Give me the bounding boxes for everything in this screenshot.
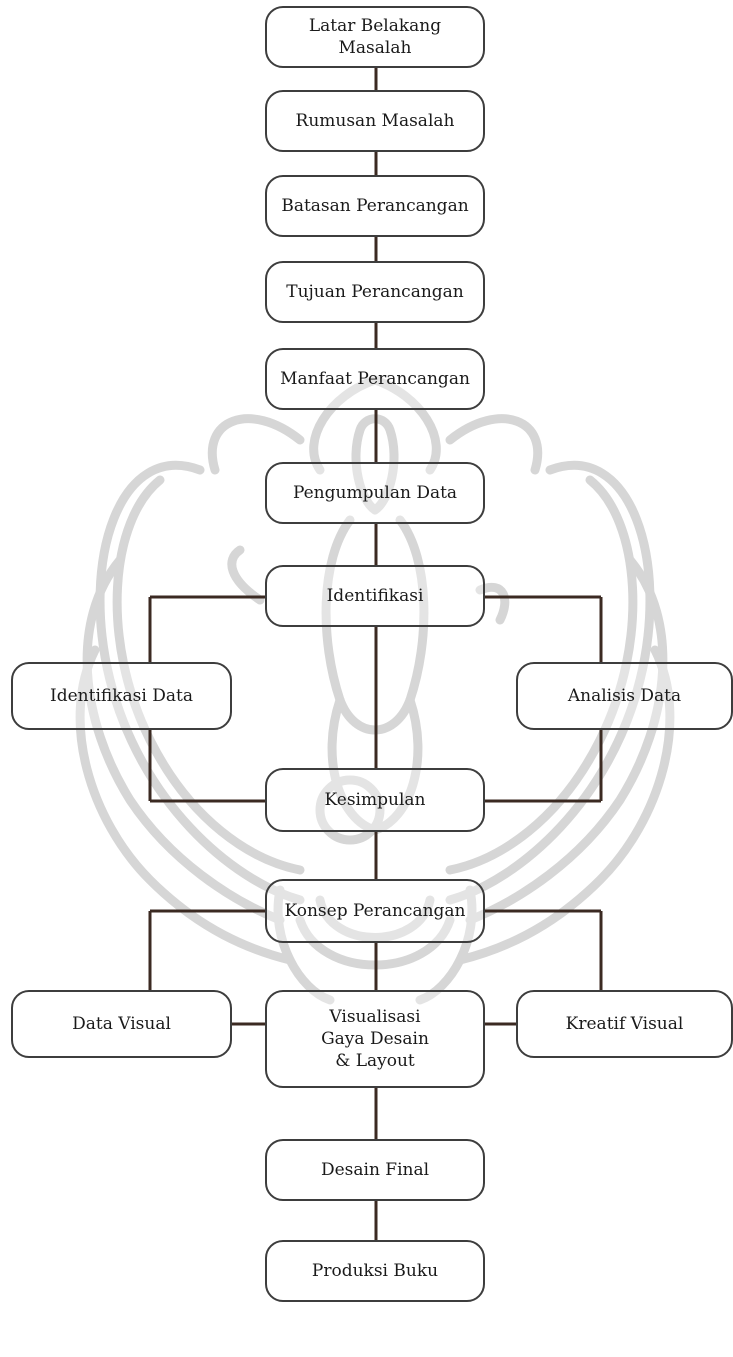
step-tujuan-perancangan: Tujuan Perancangan: [265, 261, 485, 323]
step-produksi-buku: Produksi Buku: [265, 1240, 485, 1302]
step-identifikasi-data: Identifikasi Data: [11, 662, 232, 730]
step-desain-final: Desain Final: [265, 1139, 485, 1201]
step-analisis-data: Analisis Data: [516, 662, 733, 730]
step-kreatif-visual: Kreatif Visual: [516, 990, 733, 1058]
step-manfaat-perancangan: Manfaat Perancangan: [265, 348, 485, 410]
step-data-visual: Data Visual: [11, 990, 232, 1058]
step-pengumpulan-data: Pengumpulan Data: [265, 462, 485, 524]
step-konsep-perancangan: Konsep Perancangan: [265, 879, 485, 943]
step-identifikasi: Identifikasi: [265, 565, 485, 627]
step-rumusan-masalah: Rumusan Masalah: [265, 90, 485, 152]
step-visualisasi-gaya-desain-layout: Visualisasi Gaya Desain & Layout: [265, 990, 485, 1088]
step-batasan-perancangan: Batasan Perancangan: [265, 175, 485, 237]
step-latar-belakang-masalah: Latar Belakang Masalah: [265, 6, 485, 68]
step-kesimpulan: Kesimpulan: [265, 768, 485, 832]
